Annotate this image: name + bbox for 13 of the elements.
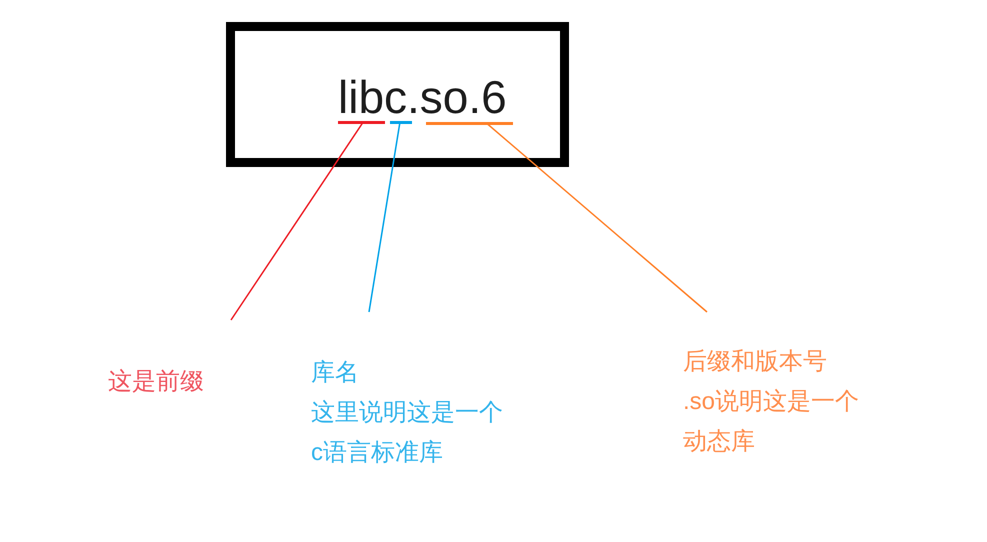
leader-line [486,122,708,313]
filename-box [226,22,569,167]
underline [426,122,513,125]
annotation-heading: 库名 [311,358,359,388]
underline [338,121,385,124]
underline [390,121,412,124]
annotation-heading: 后缀和版本号 [683,347,827,377]
annotation-text: .so说明这是一个动态库 [683,387,860,457]
filename-text: libc.so.6 [338,74,507,120]
leader-line [368,122,401,312]
annotation-text: 这是前缀 [108,367,204,397]
annotation-text: 这里说明这是一个c语言标准库 [311,398,504,468]
leader-line [230,122,364,320]
